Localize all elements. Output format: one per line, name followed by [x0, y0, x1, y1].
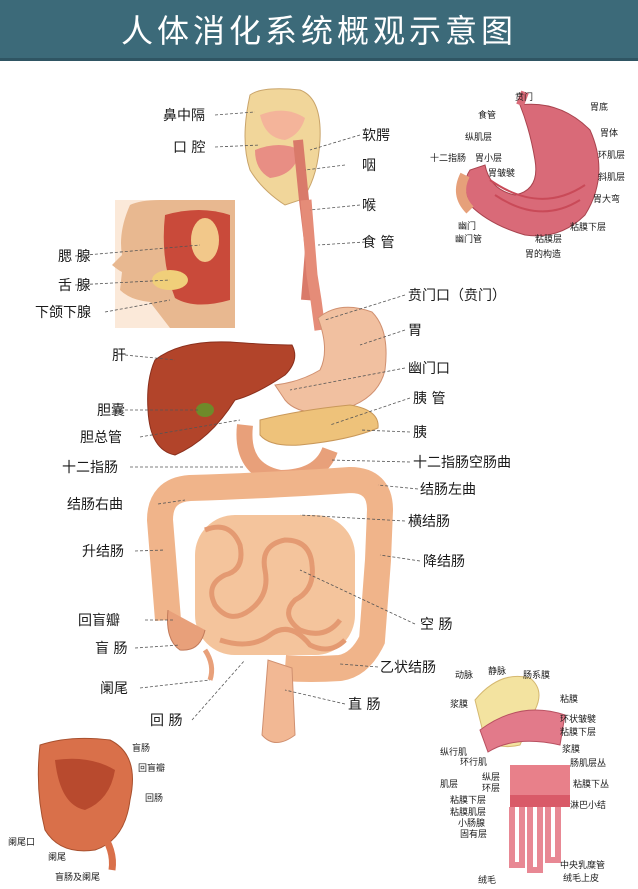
- gallbladder: [196, 403, 214, 417]
- pancreas: [259, 404, 379, 446]
- inset-label-submucosa-2: 粘膜下层: [450, 794, 486, 806]
- labels-left: 鼻中隔 口 腔 腮 腺 舌 腺 下颌下腺 肝 胆囊 胆总管 十二指肠 结肠右曲 …: [35, 107, 205, 729]
- cecum-inset: [37, 737, 133, 871]
- inset-label-circular: 环层: [482, 783, 500, 794]
- stomach-inset: [456, 90, 600, 237]
- inset-caption-stomach-structure: 胃的构造: [525, 248, 561, 260]
- intestine-inset-labels: 动脉 静脉 肠系膜 浆膜 粘膜 环状皱襞 粘膜下层 纵行肌 环行肌 浆膜 肠肌层…: [440, 665, 609, 886]
- inset-label-esophagus: 食管: [478, 109, 496, 121]
- inset-label-muscularis-mucosae: 粘膜肌层: [450, 806, 486, 818]
- inset-label-muscle-layer: 肌层: [440, 779, 458, 790]
- cecum: [167, 609, 206, 651]
- label-left-colic-flexure: 结肠左曲: [420, 482, 476, 498]
- label-submandibular: 下颌下腺: [35, 305, 91, 321]
- label-pancreatic-duct: 胰 管: [413, 391, 445, 407]
- inset-label-body: 胃体: [600, 127, 618, 139]
- inset-label-lesser-curvature: 胃小层: [475, 153, 502, 164]
- label-right-colic-flexure: 结肠右曲: [67, 497, 123, 513]
- label-appendix: 阑尾: [100, 681, 128, 697]
- page-title: 人体消化系统概观示意图: [120, 12, 517, 50]
- leader-lines: [74, 111, 421, 721]
- label-duodenojejunal-flexure: 十二指肠空肠曲: [413, 455, 511, 471]
- label-larynx: 喉: [362, 198, 376, 214]
- label-soft-palate: 软腭: [362, 128, 390, 144]
- inset-label-greater-curvature: 胃大弯: [593, 193, 620, 205]
- label-esophagus: 食 管: [362, 234, 394, 251]
- label-parotid: 腮 腺: [58, 249, 90, 265]
- inset-label-ileum: 回肠: [145, 793, 163, 804]
- small-intestine: [195, 515, 355, 655]
- liver: [147, 341, 296, 456]
- label-duodenum: 十二指肠: [62, 460, 118, 476]
- inset-label-longitudinal-muscle: 纵行肌: [440, 746, 467, 758]
- label-sigmoid-colon: 乙状结肠: [380, 660, 436, 676]
- inset-label-longitudinal-layer: 纵肌层: [465, 132, 492, 143]
- label-pharynx: 咽: [362, 158, 376, 174]
- inset-label-duodenum: 十二指肠: [430, 152, 466, 164]
- inset-label-central-lacteal: 中央乳糜管: [560, 859, 605, 871]
- inset-label-appendix: 阑尾: [48, 851, 66, 863]
- label-ascending-colon: 升结肠: [82, 544, 124, 560]
- inset-label-serosa: 浆膜: [562, 743, 580, 755]
- inset-label-appendix-orifice: 阑尾口: [8, 836, 35, 848]
- inset-label-serosa-top: 浆膜: [450, 698, 468, 710]
- appendix: [202, 648, 215, 681]
- colon: [146, 466, 394, 682]
- face-section: [112, 200, 235, 328]
- cecum-inset-labels: 盲肠 回盲瓣 回肠 阑尾口 阑尾 盲肠及阑尾: [8, 742, 165, 883]
- inset-label-submucosa: 粘膜下层: [560, 726, 596, 738]
- inset-label-mesentery: 肠系膜: [523, 670, 550, 681]
- inset-label-villus: 绒毛: [478, 874, 496, 886]
- labels-right: 软腭 咽 喉 食 管 贲门口（贲门） 胃 幽门口 胰 管 胰 十二指肠空肠曲 结…: [348, 128, 511, 713]
- inset-label-lymph-nodule: 淋巴小结: [570, 799, 606, 811]
- inset-label-circular-layer: 环肌层: [598, 150, 625, 161]
- label-oral-cavity: 口 腔: [173, 140, 205, 156]
- inset-label-pyloric-canal: 幽门管: [455, 233, 482, 245]
- inset-label-longitudinal: 纵层: [482, 772, 500, 783]
- label-sublingual: 舌 腺: [58, 278, 90, 294]
- inset-label-gastric-folds: 胃皱襞: [488, 167, 515, 179]
- label-pancreas: 胰: [413, 425, 427, 441]
- inset-label-submucosa: 粘膜下层: [570, 221, 606, 233]
- inset-label-circular-muscle: 环行肌: [460, 756, 487, 768]
- inset-label-mucosa: 粘膜层: [535, 233, 562, 245]
- inset-label-fundus: 胃底: [590, 101, 608, 113]
- inset-caption-cecum-appendix: 盲肠及阑尾: [55, 871, 100, 883]
- label-liver: 肝: [112, 348, 126, 364]
- label-jejunum: 空 肠: [420, 617, 452, 633]
- label-stomach: 胃: [408, 323, 422, 339]
- inset-label-submucosal-plexus: 粘膜下丛: [573, 778, 609, 790]
- inset-label-ileocecal-valve: 回盲瓣: [138, 762, 165, 774]
- label-rectum: 直 肠: [348, 696, 380, 713]
- inset-label-mucosa: 粘膜: [560, 693, 578, 705]
- label-gallbladder: 胆囊: [97, 402, 125, 419]
- inset-label-vein: 静脉: [488, 665, 506, 677]
- label-descending-colon: 降结肠: [423, 554, 465, 570]
- inset-label-cecum: 盲肠: [132, 742, 150, 754]
- label-pylorus: 幽门口: [408, 361, 450, 377]
- label-transverse-colon: 横结肠: [408, 514, 450, 530]
- title-bar: 人体消化系统概观示意图: [0, 0, 638, 61]
- rectum: [261, 659, 296, 743]
- inset-label-pylorus: 幽门: [458, 220, 476, 232]
- inset-label-lamina-propria: 固有层: [460, 828, 487, 840]
- inset-label-circular-folds: 环状皱襞: [560, 713, 596, 725]
- label-common-bile-duct: 胆总管: [80, 430, 122, 446]
- stomach-inset-labels: 贲门 胃底 食管 纵肌层 胃体 十二指肠 胃小层 环肌层 胃皱襞 斜肌层 胃大弯…: [430, 91, 625, 260]
- intestine-inset: [474, 675, 570, 873]
- label-ileocecal-valve: 回盲瓣: [78, 612, 120, 629]
- inset-label-artery: 动脉: [455, 669, 473, 681]
- inset-label-intestinal-gland: 小肠腺: [458, 817, 485, 829]
- inset-label-oblique-layer: 斜肌层: [598, 171, 625, 183]
- label-nasal-septum: 鼻中隔: [163, 107, 205, 124]
- label-ileum: 回 肠: [150, 713, 182, 729]
- inset-label-myenteric-plexus: 肠肌层丛: [570, 758, 606, 769]
- inset-label-villus-epithelium: 绒毛上皮: [563, 872, 599, 884]
- label-cardia: 贲门口（贲门）: [408, 288, 506, 304]
- inset-label-cardia: 贲门: [515, 91, 533, 103]
- label-cecum: 盲 肠: [95, 640, 127, 657]
- esophagus: [300, 199, 326, 331]
